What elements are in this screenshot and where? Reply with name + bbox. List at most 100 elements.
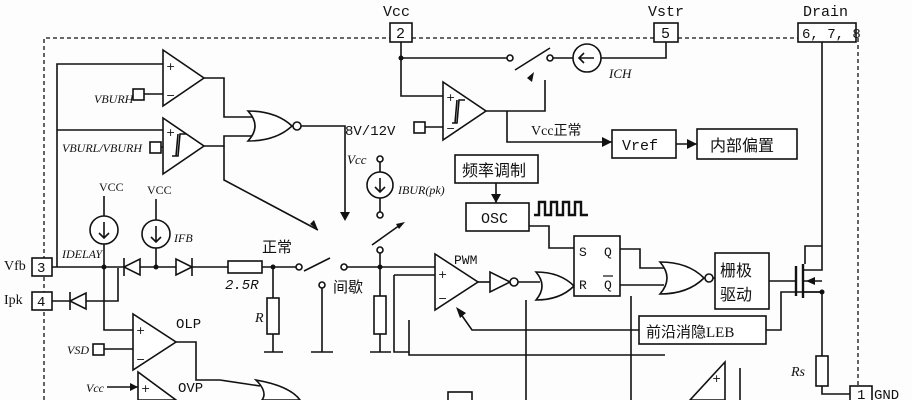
vcc-normal-label: Vcc正常 [531, 123, 582, 139]
nor-gate-body [246, 110, 294, 142]
pwm-label: PWM [454, 253, 477, 268]
ovp-label: OVP [178, 381, 203, 397]
v-burh-label: VBURH [94, 92, 135, 106]
burst-switch-ctrl [223, 146, 319, 231]
comparator-olp-plus: + [136, 324, 145, 337]
current-source-idelay [89, 215, 119, 245]
pin-vcc: Vcc 2 [383, 4, 413, 43]
latch-q-label: Q [604, 245, 612, 260]
comparator-ovp: + [137, 370, 178, 400]
vcc-normal-wire [506, 111, 612, 143]
rs-label: Rs [790, 365, 806, 380]
burst-logic-wires [204, 77, 346, 218]
pin-vfb-number: 3 [37, 261, 45, 277]
vcc-junction [398, 55, 404, 61]
ctrl-arrow-2 [340, 212, 350, 221]
comparator-uvlo-plus: + [446, 91, 455, 104]
inverter [489, 270, 519, 294]
olp-label: OLP [176, 317, 201, 333]
osc-label: OSC [481, 211, 508, 228]
startup-switch [506, 47, 554, 71]
ic-boundary [43, 37, 859, 400]
ich-label: ICH [608, 66, 632, 81]
nor-gate-bubble [292, 121, 302, 131]
osc-block: OSC [465, 202, 530, 232]
resistor-burst [373, 295, 387, 335]
current-source-ifb [141, 219, 171, 249]
uvlo-ref-source [413, 121, 426, 134]
diode-ipk-body [68, 291, 87, 311]
hysteresis-symbol [172, 133, 186, 157]
v-burl-source [149, 141, 162, 154]
sr-latch: S R Q Q [573, 235, 621, 297]
nor-gate-burst [246, 110, 302, 142]
comparator-ovp-internal-body [688, 359, 726, 400]
ovp-wire [219, 379, 261, 387]
pin-gnd-number: 1 [857, 388, 865, 400]
pin-vstr-name: Vstr [648, 4, 684, 21]
latch-qbar-label: Q [604, 278, 612, 293]
resistor-r-label: R [254, 311, 264, 326]
ibur-switch-arrow [396, 222, 405, 229]
vcc-ovp-arrow [130, 383, 138, 391]
pin-drain-name: Drain [803, 4, 848, 21]
pin-vfb-name: Vfb [4, 259, 26, 274]
comparator-burh-body [162, 48, 206, 108]
comparator-olp-minus: − [136, 353, 145, 366]
vcc-idelay-label: VCC [99, 180, 124, 194]
fb-junction-1 [101, 264, 107, 270]
comparator-burl-hysteresis: + [162, 116, 206, 176]
comparator-pwm-minus: − [438, 292, 447, 305]
or-gate [534, 271, 576, 301]
freq-mod-label: 频率调制 [462, 162, 526, 180]
pwm-input-wire [347, 253, 435, 353]
latch-s-label: S [579, 245, 587, 260]
comparator-burl-plus: + [166, 126, 175, 139]
leb-block: 前沿消隐LEB [638, 315, 767, 345]
pin-vcc-number: 2 [396, 26, 405, 43]
v-burh-source [132, 88, 145, 101]
rs-gnd-wire [821, 386, 850, 395]
gate-driver-block: 栅极 驱动 [714, 252, 770, 310]
normal-label: 正常 [262, 239, 292, 256]
or-gate-body [534, 271, 576, 301]
startup-switch-contact-right [546, 54, 554, 62]
freq-mod-block: 频率调制 [454, 154, 539, 184]
vcc-wire [400, 42, 507, 97]
idelay-arrow [98, 222, 110, 240]
startup-ctrl [486, 80, 546, 112]
current-source-ibur [366, 171, 394, 199]
mode-switch-left [295, 263, 303, 271]
ibur-switch-top [376, 211, 384, 219]
pwm-minus-wire [393, 274, 435, 353]
ich-source-arrow [577, 52, 594, 64]
ifb-label: IFB [173, 231, 193, 245]
latch-r-label: R [579, 278, 587, 293]
resistor-2-5r-label: 2.5R [225, 278, 259, 294]
vref-label: Vref [622, 138, 658, 155]
mode-switch-gnd [311, 288, 333, 353]
vfb-bus [52, 63, 163, 268]
uvlo-hysteresis [452, 99, 465, 124]
vref-to-bias-arrow [687, 139, 697, 149]
gate-driver-label-2: 驱动 [720, 286, 752, 304]
inverter-body [489, 270, 512, 294]
v-burl-burh-label: VBURL/VBURH [62, 141, 143, 155]
pwm-junction [377, 264, 383, 270]
sr-latch-box [573, 235, 621, 297]
diode-d1 [122, 257, 141, 277]
diode-ipk [68, 291, 87, 311]
power-mosfet [794, 42, 823, 356]
startup-switch-blade [514, 47, 551, 71]
pin-drain-box [797, 22, 857, 43]
ifb-arrow [150, 226, 162, 244]
vsd-label: VSD [67, 343, 89, 357]
comparator-burh-minus: − [166, 89, 175, 102]
gate-driver-box [714, 252, 770, 310]
comparator-burh-plus: + [166, 60, 175, 73]
comparator-uvlo: + − [442, 80, 488, 142]
nor-gate-driver-body [658, 261, 706, 295]
comparator-burl-body [162, 116, 206, 176]
